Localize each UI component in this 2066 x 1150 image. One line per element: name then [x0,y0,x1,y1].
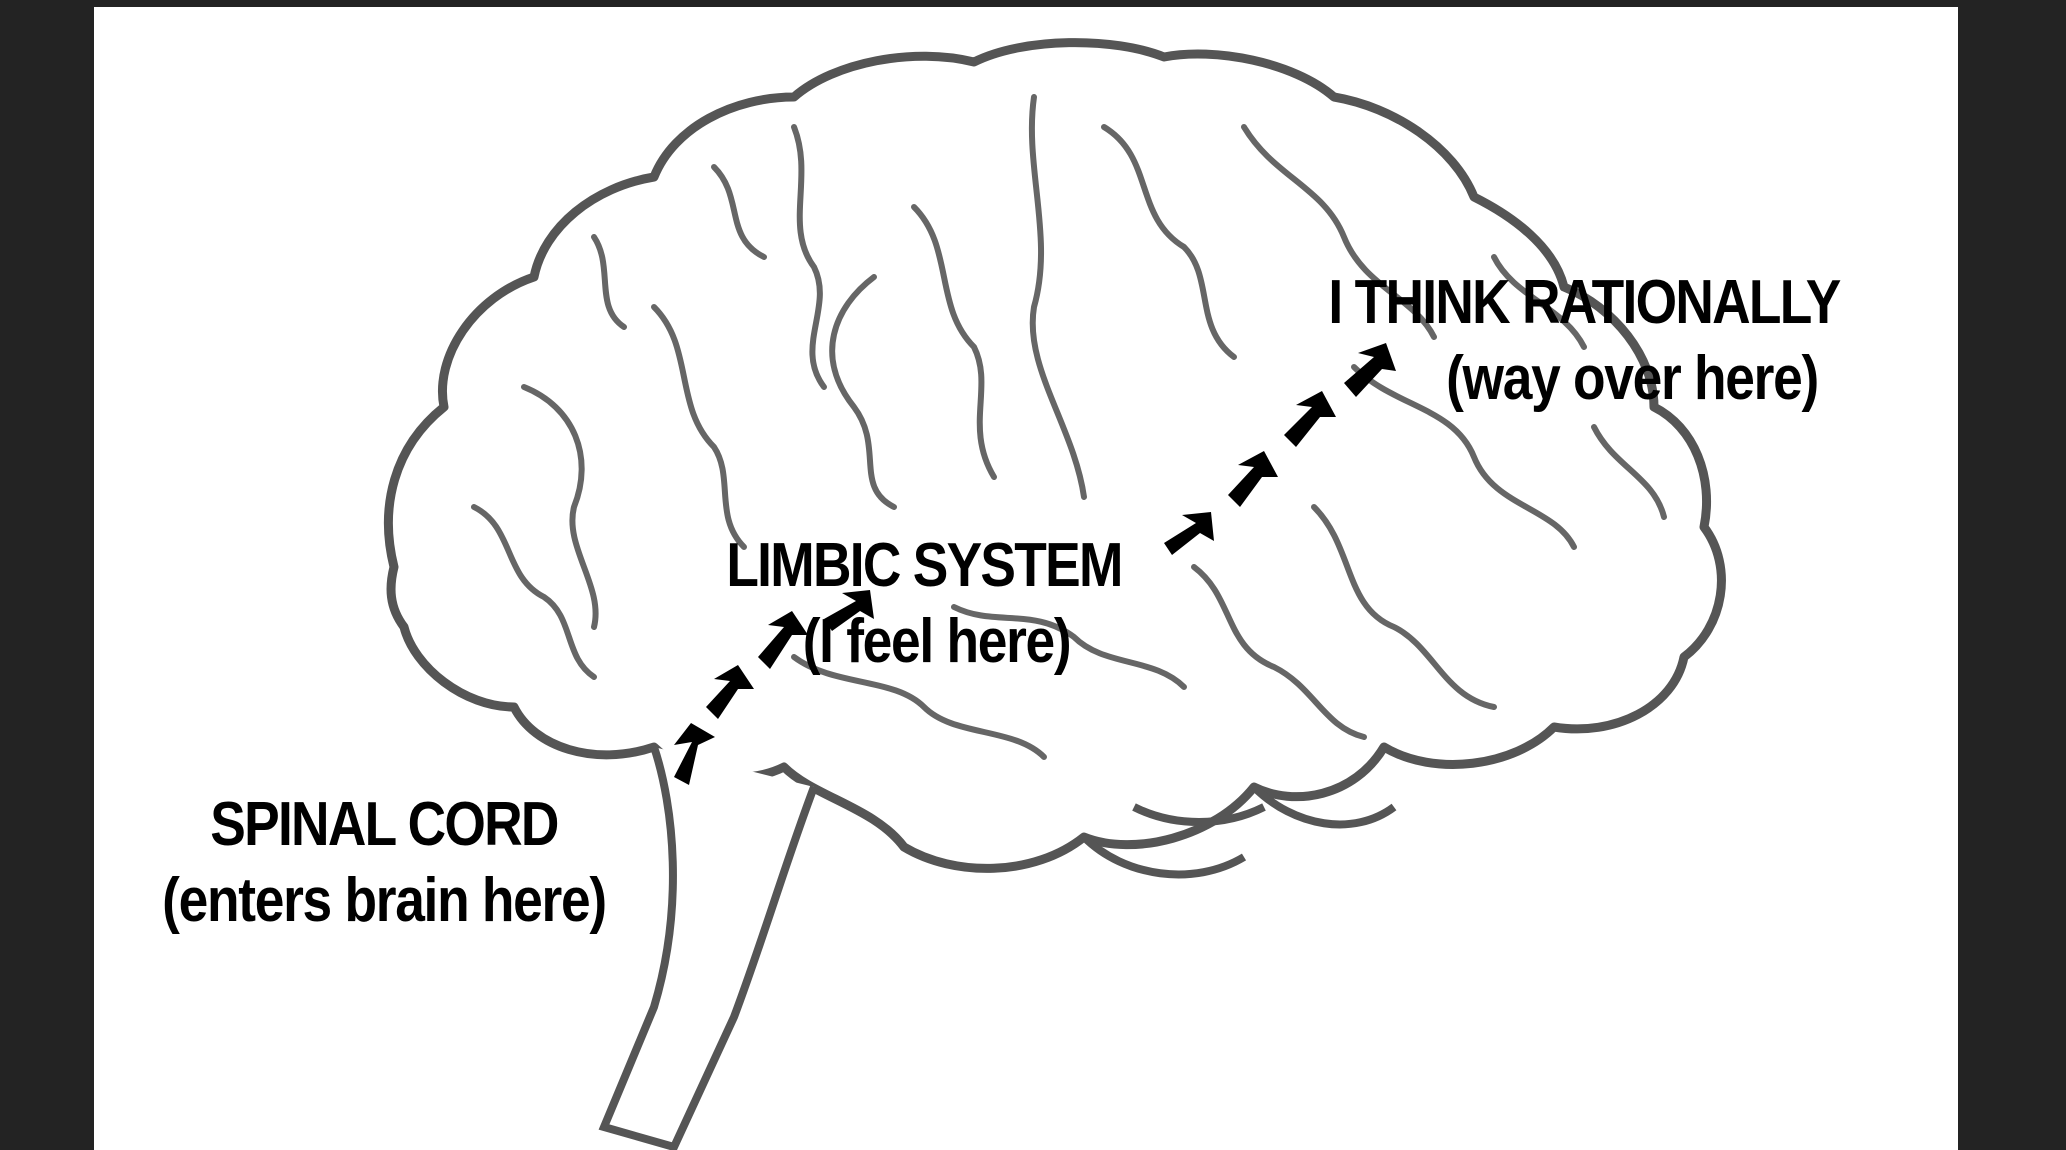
arrow-up-right-icon [1164,512,1214,555]
arrow-up-right-icon [674,723,715,785]
spinal-cord-subtitle: (enters brain here) [162,866,607,935]
diagram-canvas: SPINAL CORD (enters brain here) LIMBIC S… [94,7,1958,1150]
limbic-system-title: LIMBIC SYSTEM [726,531,1123,600]
spinal-cord-title: SPINAL CORD [210,790,559,859]
rational-label: I THINK RATIONALLY (way over here) [1254,272,1914,410]
brain-outline-icon [384,38,1726,873]
arrow-up-right-icon [1228,451,1278,507]
brain-folds [471,94,1667,760]
arrow-group-spinal-to-limbic [674,590,874,785]
limbic-system-subtitle: (I feel here) [802,607,1072,676]
arrow-up-right-icon [1344,343,1396,397]
rational-title: I THINK RATIONALLY [1328,268,1841,337]
arrow-group-limbic-to-rational [1164,343,1396,555]
limbic-system-label: LIMBIC SYSTEM (I feel here) [664,535,1184,673]
spinal-cord-label: SPINAL CORD (enters brain here) [104,794,664,932]
arrow-up-right-icon [1284,391,1336,447]
cerebellum-outline [1081,784,1397,879]
brain-stem [598,745,818,1150]
brain-illustration [384,38,1726,1150]
arrow-up-right-icon [824,590,874,631]
arrow-up-right-icon [706,665,754,719]
arrow-up-right-icon [758,611,808,669]
rational-subtitle: (way over here) [1446,344,1819,413]
